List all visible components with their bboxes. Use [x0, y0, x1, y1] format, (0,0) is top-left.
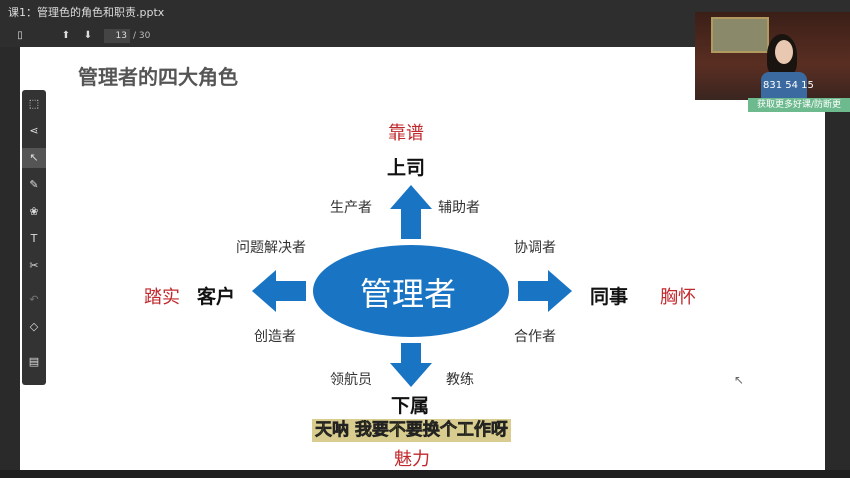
- right-role: 同事: [590, 286, 629, 308]
- mouse-cursor-icon: ↖: [734, 373, 745, 387]
- arrow-cursor-icon[interactable]: ↖: [22, 148, 46, 168]
- center-label: 管理者: [360, 275, 457, 313]
- arrow-right: [518, 270, 572, 312]
- left-quality: 踏实: [144, 287, 180, 308]
- webcam-video: 831 54 15: [695, 12, 850, 100]
- presenter-face: [775, 40, 793, 64]
- top-right-label: 辅助者: [438, 200, 480, 216]
- left-upper-label: 问题解决者: [236, 240, 306, 256]
- top-left-label: 生产者: [330, 200, 372, 216]
- webcam-overlay-text: 831 54 15: [763, 80, 814, 91]
- bottom-quality: 魅力: [394, 449, 430, 470]
- right-quality: 胸怀: [660, 287, 696, 308]
- shapes-icon[interactable]: ❀: [29, 205, 39, 218]
- arrow-down: [390, 343, 432, 387]
- pen-icon[interactable]: ✎: [29, 178, 39, 191]
- page-total: / 30: [133, 31, 151, 41]
- toolbar: ▯ ⬆ ⬇ 13 / 30: [0, 25, 850, 47]
- top-quality: 靠谱: [388, 123, 424, 144]
- left-lower-label: 创造者: [254, 329, 296, 345]
- arrow-left: [252, 270, 306, 312]
- toolbox-icon[interactable]: ▤: [28, 355, 40, 368]
- eraser-icon[interactable]: ◇: [29, 320, 39, 333]
- diagram-shapes: [252, 185, 572, 387]
- slide-title: 管理者的四大角色: [78, 65, 238, 89]
- left-role: 客户: [197, 286, 236, 308]
- bottom-left-label: 领航员: [330, 372, 372, 388]
- bottom-role: 下属: [391, 395, 430, 417]
- presenter-body: [761, 72, 807, 100]
- right-upper-label: 协调者: [514, 240, 556, 256]
- painting: [711, 17, 769, 53]
- webcam-banner: 获取更多好课/防断更: [748, 98, 850, 112]
- bottom-bar: [0, 470, 850, 478]
- text-icon[interactable]: T: [30, 232, 38, 245]
- page-number-input[interactable]: 13: [104, 29, 130, 43]
- scissors-icon[interactable]: ✂: [29, 259, 39, 272]
- annotation-toolbar: ⬚ ⋖ ↖ ✎ ❀ T ✂ ↶ ◇ ▤: [22, 90, 46, 385]
- center-ellipse: [313, 245, 509, 337]
- slide: 管理者的四大角色 管理者 靠谱 上司 生产者 辅助者 问题解决者 创造者 踏实 …: [20, 47, 825, 470]
- next-page-icon[interactable]: ⬇: [83, 30, 93, 41]
- select-icon[interactable]: ⬚: [28, 97, 40, 110]
- laser-pointer-icon[interactable]: ⋖: [29, 124, 39, 137]
- bottom-right-label: 教练: [446, 372, 474, 388]
- top-role: 上司: [387, 157, 426, 179]
- undo-icon[interactable]: ↶: [29, 293, 39, 306]
- sidebar-toggle-icon[interactable]: ▯: [17, 30, 23, 41]
- arrow-up: [390, 185, 432, 239]
- prev-page-icon[interactable]: ⬆: [61, 30, 71, 41]
- subtitle-caption: 天呐 我要不要换个工作呀: [312, 419, 511, 442]
- right-lower-label: 合作者: [514, 329, 556, 345]
